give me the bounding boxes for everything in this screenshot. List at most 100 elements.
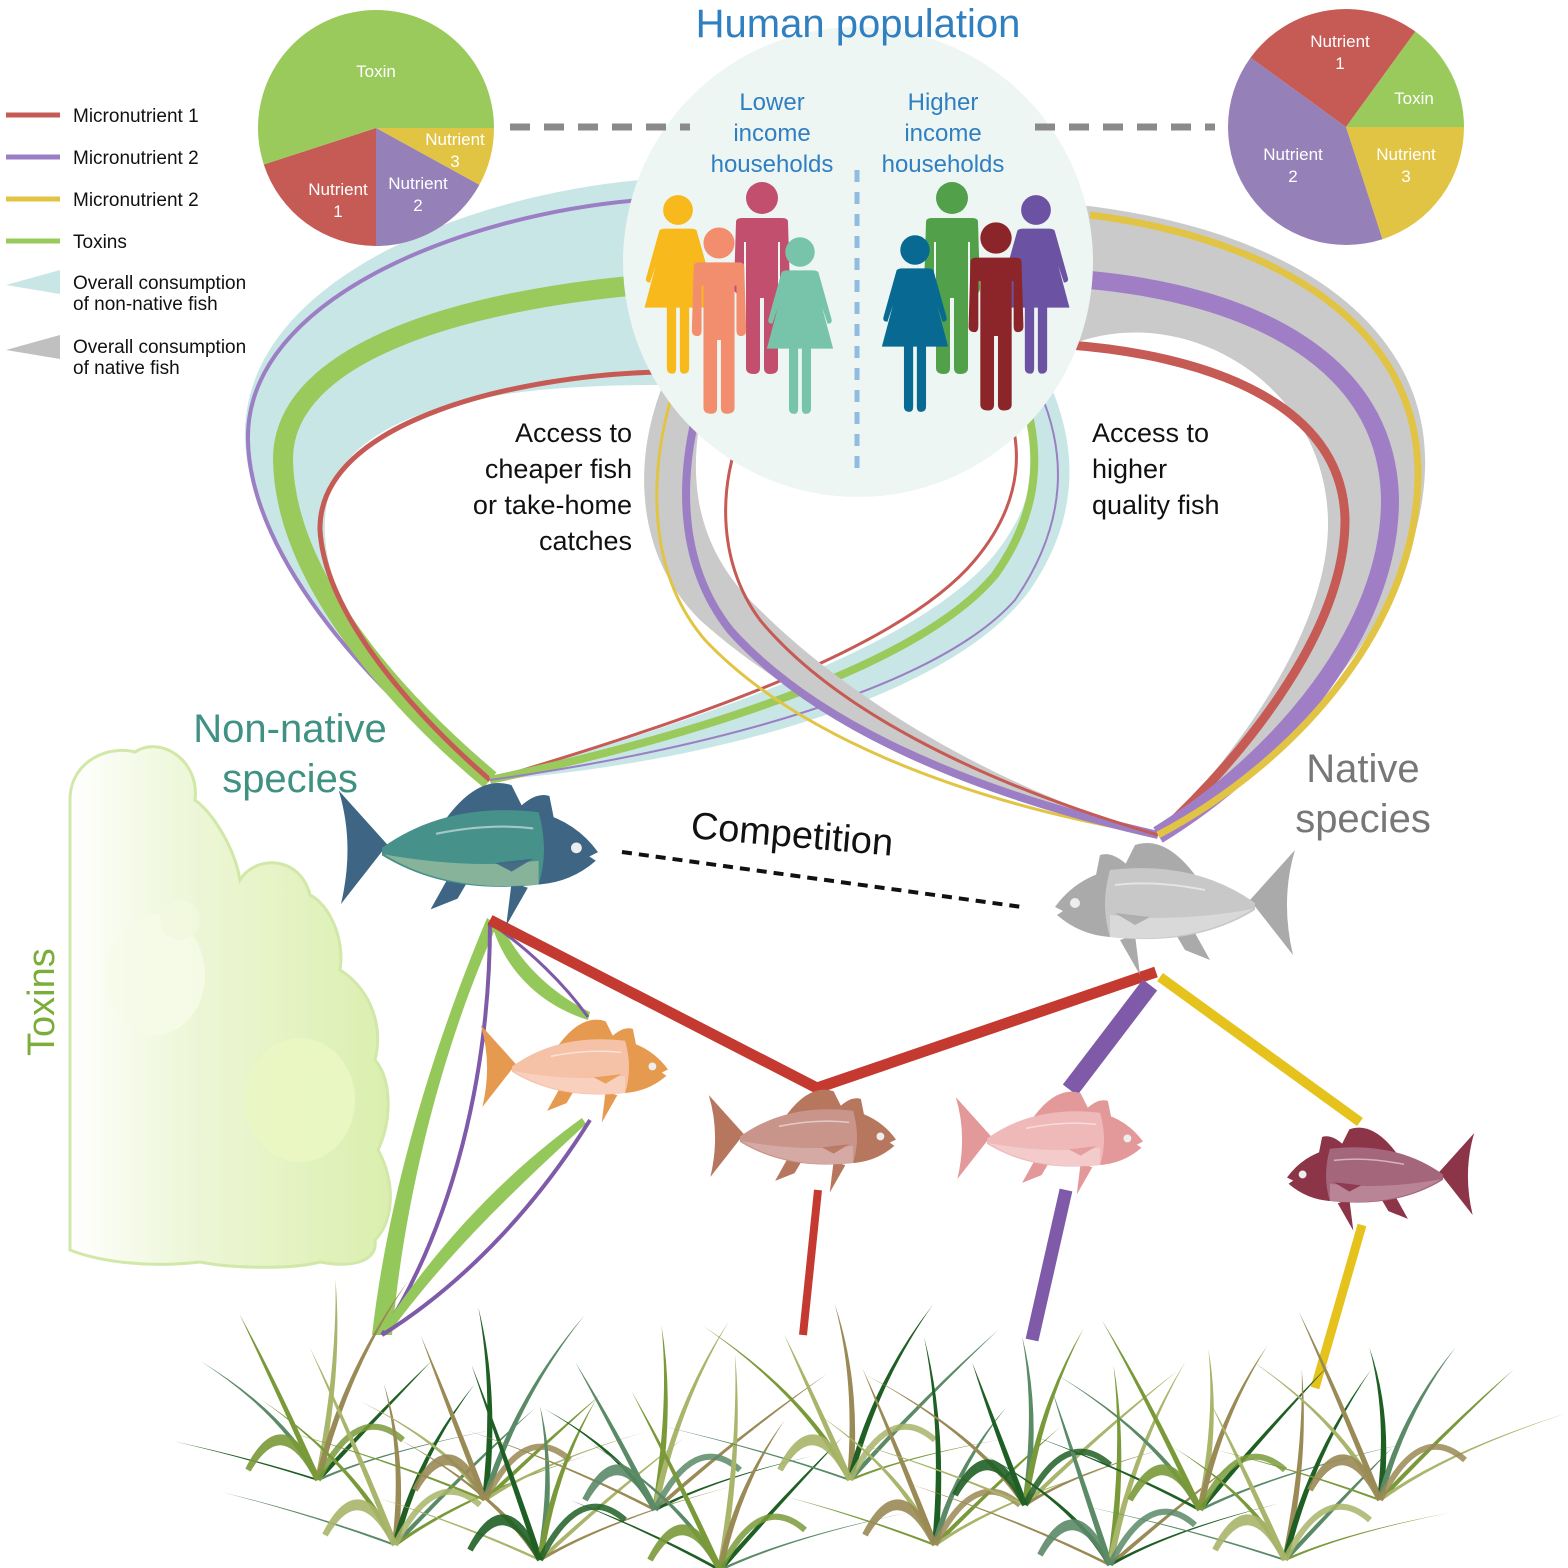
pie-slice-label: Nutrient — [308, 180, 368, 199]
legend-label-native-line2: of native fish — [73, 358, 180, 379]
prey-fish-brown-icon — [708, 1089, 896, 1193]
toxin-cloud — [68, 745, 392, 1269]
nonnative-to-higher-micronutrient1-flow — [489, 391, 1018, 782]
legend-label-toxins: Toxins — [73, 232, 127, 253]
legend-label-micronutrient1: Micronutrient 1 — [73, 106, 199, 127]
lower-access-line4: catches — [539, 526, 632, 556]
pie-slice-label-line2: 3 — [1401, 167, 1410, 186]
legend-label-nonnative-line1: Overall consumption — [73, 273, 246, 294]
micronutrient1-link-chain — [487, 915, 1158, 1094]
prey-fish-maroon-icon — [1287, 1127, 1475, 1231]
pie-slice-nutrient-1 — [263, 128, 376, 246]
higher-access-line1: Access to — [1092, 418, 1209, 448]
pie-slice-label: Toxin — [356, 62, 396, 81]
seagrass-clump-icon — [661, 1303, 1003, 1482]
lower-access-line2: cheaper fish — [485, 454, 632, 484]
higher-income-people — [881, 182, 1070, 412]
seagrass-clump-icon — [1215, 1310, 1565, 1502]
native-to-higher-micronutrient2-flow — [1089, 271, 1400, 843]
nonnative-consumption-flow — [244, 180, 1070, 788]
pie-slice-nutrient-2 — [1228, 57, 1383, 245]
food-web-links — [372, 915, 1367, 1390]
micronutrient1-link-prey-to-grass — [799, 1189, 822, 1336]
higher-access-label: Access to higher quality fish — [1092, 418, 1220, 520]
pie-slice-label: Nutrient — [425, 130, 485, 149]
lower-access-label: Access to cheaper fish or take-home catc… — [473, 418, 632, 556]
pie-slice-label-line2: 2 — [413, 196, 422, 215]
native-species-label-line2: species — [1295, 797, 1431, 841]
toxin-link-nonnative-to-grass — [372, 918, 497, 1335]
legend-label-micronutrient3: Micronutrient 2 — [73, 190, 199, 211]
nonnative-fish-icon — [338, 783, 598, 926]
seagrass-bed — [173, 1279, 1565, 1568]
native-to-lower-micronutrient3-flow — [655, 394, 1159, 837]
pie-slice-nutrient-3 — [1346, 127, 1464, 240]
native-species-label-line1: Native — [1306, 747, 1419, 791]
native-fish-icon — [1055, 843, 1295, 975]
fish-layer — [338, 783, 1475, 1231]
nonnative-to-higher-toxins-flow — [489, 383, 1039, 784]
nonnative-species-label-line2: species — [222, 757, 358, 801]
higher-income-line3: households — [882, 151, 1005, 178]
lower-income-people — [644, 182, 834, 414]
person-icon-woman — [881, 235, 949, 412]
page-title: Human population — [696, 2, 1021, 46]
pie-slice-label-line2: 1 — [1335, 54, 1344, 73]
pie-slice-toxin — [257, 9, 494, 165]
competition-line — [621, 850, 1023, 909]
pie-slice-label: Nutrient — [388, 174, 448, 193]
pie-slice-nutrient-2 — [376, 128, 480, 246]
higher-access-line3: quality fish — [1092, 490, 1220, 520]
higher-income-label: Higher income households — [882, 89, 1005, 178]
legend-swatch-native-consumption — [6, 335, 60, 359]
nonnative-species-label-line1: Non-native — [193, 707, 386, 751]
seagrass-clump-icon — [848, 1328, 1178, 1507]
pie-slice-label: Toxin — [1394, 89, 1434, 108]
pie-slice-toxin — [1346, 31, 1464, 127]
nonnative-to-lower-micronutrient1-flow — [317, 369, 661, 782]
micronutrient3-link-native-to-prey — [1157, 972, 1363, 1127]
person-icon-child-boy — [691, 227, 747, 414]
lower-access-line1: Access to — [515, 418, 632, 448]
lower-access-line3: or take-home — [473, 490, 632, 520]
pie-slice-nutrient-1 — [1250, 9, 1416, 127]
prey-fish-orange-icon — [480, 1019, 668, 1123]
legend-swatch-nonnative-consumption — [6, 270, 60, 294]
micronutrient2-link-prey-to-grass — [380, 1118, 592, 1337]
seagrass-clump-icon — [173, 1279, 493, 1482]
seagrass-clump-icon — [1035, 1319, 1402, 1512]
native-to-lower-micronutrient2-flow — [682, 398, 1159, 839]
toxin-link-nonnative-to-prey — [492, 922, 590, 1020]
micronutrient3-link-prey-to-grass — [1310, 1223, 1367, 1390]
pie-slice-label-line2: 3 — [450, 152, 459, 171]
higher-income-line1: Higher — [908, 89, 979, 116]
legend-label-micronutrient2: Micronutrient 2 — [73, 148, 199, 169]
lower-income-line2: income — [733, 120, 810, 147]
legend: Micronutrient 1 Micronutrient 2 Micronut… — [6, 106, 246, 379]
higher-income-line2: income — [904, 120, 981, 147]
seagrass-clump-icon — [467, 1321, 827, 1512]
seagrass-clump-icon — [570, 1354, 909, 1568]
micronutrient2-link-nonnative-to-grass — [380, 921, 492, 1337]
micronutrient2-link-prey-to-grass-2 — [1025, 1188, 1073, 1342]
lower-income-line3: households — [711, 151, 834, 178]
seagrass-clump-icon — [221, 1347, 589, 1547]
pie-slice-label: Nutrient — [1376, 145, 1436, 164]
pie-slice-label-line2: 2 — [1288, 167, 1297, 186]
pie-slice-nutrient-3 — [376, 128, 494, 185]
higher-access-line2: higher — [1092, 454, 1167, 484]
prey-fish-pink-icon — [955, 1091, 1143, 1195]
micronutrient2-link-native-to-prey — [1062, 979, 1158, 1096]
pie-slice-label: Nutrient — [1263, 145, 1323, 164]
legend-label-nonnative-line2: of non-native fish — [73, 294, 218, 315]
person-icon-man — [968, 222, 1024, 411]
pie-slice-label-line2: 1 — [333, 202, 342, 221]
human-population-group — [623, 27, 1093, 497]
native-to-higher-micronutrient3-flow — [1089, 211, 1422, 839]
lower-income-line1: Lower — [739, 89, 804, 116]
lower-income-label: Lower income households — [711, 89, 834, 178]
competition-label: Competition — [689, 805, 895, 865]
